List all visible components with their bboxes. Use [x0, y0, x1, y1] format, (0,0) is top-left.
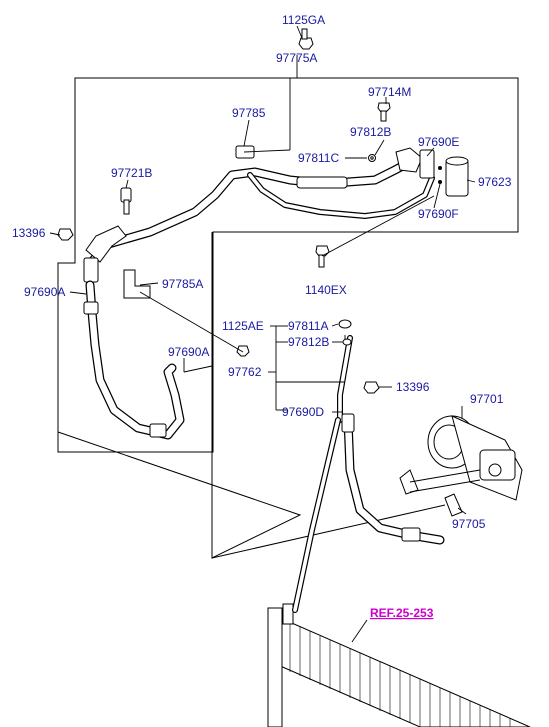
label-13396-right[interactable]: 13396 — [396, 380, 430, 394]
label-13396-left[interactable]: 13396 — [12, 226, 46, 240]
receiver-drier — [438, 156, 469, 197]
label-97775A[interactable]: 97775A — [276, 51, 317, 65]
discharge-hose-left — [83, 280, 185, 440]
label-97701[interactable]: 97701 — [470, 392, 504, 406]
label-97690A-left[interactable]: 97690A — [24, 285, 65, 299]
label-97690D[interactable]: 97690D — [282, 405, 324, 419]
condenser — [267, 603, 531, 727]
assembly-frames — [57, 77, 519, 559]
label-97811A[interactable]: 97811A — [288, 319, 328, 333]
label-97690A-mid[interactable]: 97690A — [168, 345, 209, 359]
condenser-fins — [289, 622, 511, 727]
label-97705[interactable]: 97705 — [452, 517, 486, 531]
left-coupling — [83, 225, 151, 299]
label-1125GA-top[interactable]: 1125GA — [282, 13, 325, 27]
label-97812B-top[interactable]: 97812B — [350, 125, 391, 139]
label-97812B-mid[interactable]: 97812B — [288, 335, 329, 349]
label-97721B[interactable]: 97721B — [111, 166, 152, 180]
label-97785[interactable]: 97785 — [232, 106, 266, 120]
part-labels: 1125GA 97775A 97785 97714M 97812B 97811C… — [12, 13, 512, 620]
fasteners — [57, 28, 463, 517]
label-97811C[interactable]: 97811C — [298, 151, 339, 165]
label-97762[interactable]: 97762 — [228, 365, 262, 379]
label-1140EX[interactable]: 1140EX — [305, 283, 347, 297]
label-97623[interactable]: 97623 — [478, 175, 512, 189]
leader-lines — [49, 25, 476, 643]
reference-link-25-253[interactable]: REF.25-253 — [370, 606, 434, 620]
suction-hose-upper — [87, 145, 435, 267]
discharge-line-right — [292, 335, 445, 613]
label-97714M[interactable]: 97714M — [368, 85, 411, 99]
label-97785A[interactable]: 97785A — [162, 277, 203, 291]
label-1125AE[interactable]: 1125AE — [222, 319, 264, 333]
label-97690F[interactable]: 97690F — [418, 207, 459, 221]
compressor — [399, 415, 523, 501]
label-97690E[interactable]: 97690E — [418, 135, 459, 149]
